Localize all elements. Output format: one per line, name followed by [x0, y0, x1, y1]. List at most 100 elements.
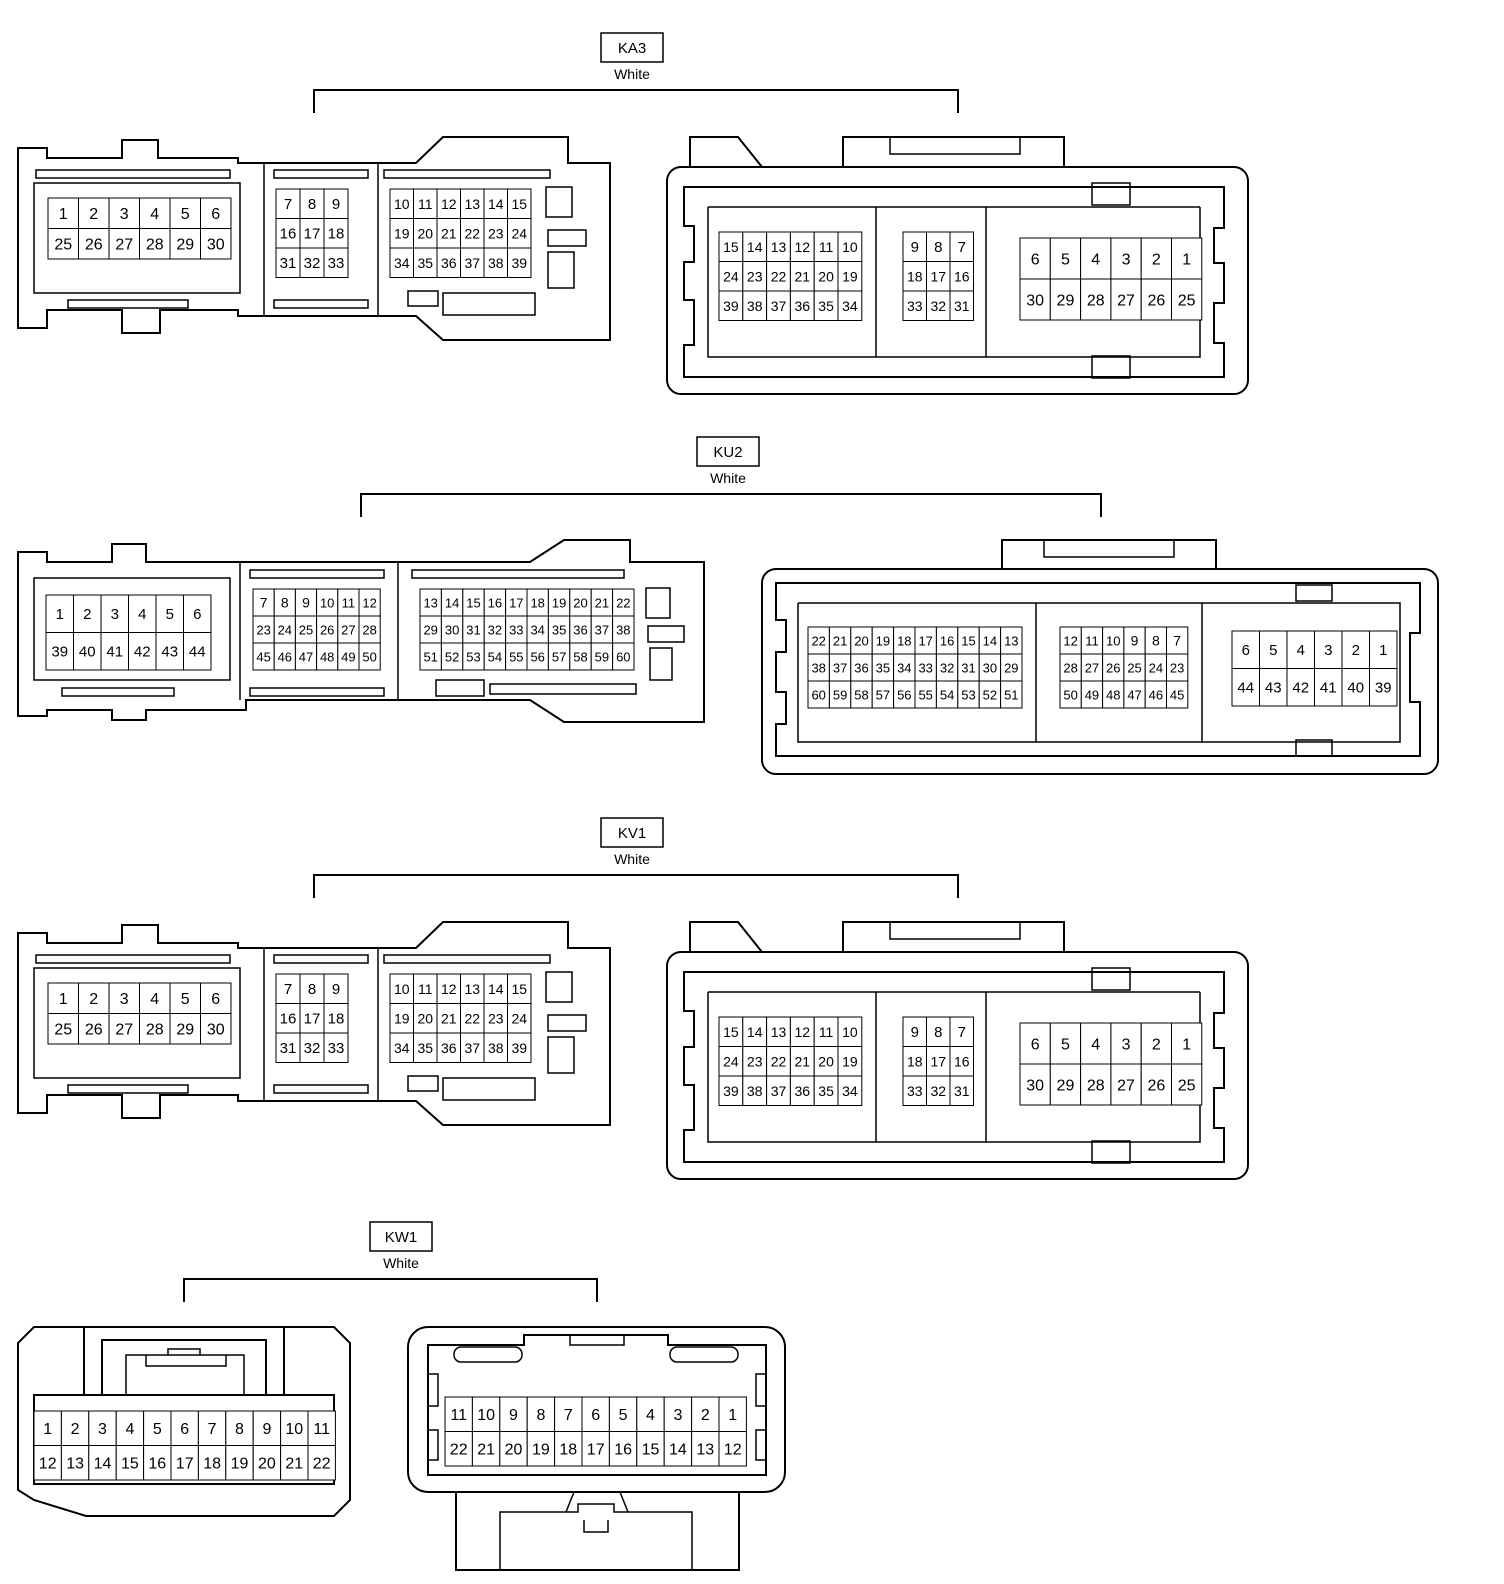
pin-number: 21: [795, 1054, 811, 1070]
key-slot: [427, 1373, 439, 1407]
pin-number: 14: [488, 981, 504, 997]
pin-cell: [200, 982, 232, 1014]
pin-number: 46: [1149, 688, 1163, 703]
pin-cell: [949, 290, 974, 321]
pin-number: 48: [320, 650, 334, 665]
pin-cell: [60, 1445, 90, 1481]
pin-cell: [1049, 1022, 1082, 1065]
pin-number: 8: [1152, 633, 1160, 649]
pin-number: 27: [115, 1022, 133, 1039]
pin-number: 35: [417, 1040, 433, 1056]
pin-number: 3: [120, 206, 129, 223]
pin-cell: [1286, 668, 1315, 707]
pin-number: 22: [464, 226, 480, 242]
pin-number: 24: [511, 226, 527, 242]
pin-number: 4: [125, 1421, 134, 1438]
key-slot: [547, 1036, 575, 1074]
pin-number: 3: [1122, 251, 1131, 268]
pin-number: 17: [930, 1054, 946, 1070]
pin-number: 16: [954, 269, 970, 285]
latch-slot: [407, 290, 439, 307]
pin-number: 51: [423, 650, 437, 665]
lock-tab: [1295, 739, 1333, 757]
pin-number: 16: [148, 1456, 166, 1473]
pin-number: 16: [280, 226, 297, 243]
housing-lower-tab: [455, 1492, 740, 1571]
pin-cell: [78, 1013, 110, 1045]
housing-top-lock: [1001, 539, 1217, 569]
pin-cell: [143, 1445, 172, 1481]
pin-number: 30: [1026, 292, 1044, 309]
pin-number: 13: [771, 239, 787, 255]
pin-number: 26: [85, 1022, 103, 1039]
pin-number: 15: [121, 1456, 139, 1473]
connector-id-box: [696, 436, 760, 467]
pin-number: 10: [842, 239, 858, 255]
pin-number: 10: [320, 596, 334, 611]
pin-number: 16: [280, 1011, 297, 1028]
pin-number: 4: [138, 606, 146, 623]
pin-number: 36: [441, 1040, 457, 1056]
pin-number: 58: [573, 650, 587, 665]
pin-number: 11: [450, 1407, 467, 1424]
pin-number: 30: [983, 661, 997, 676]
pin-number: 6: [1031, 1036, 1040, 1053]
pin-cell: [1080, 1063, 1112, 1106]
pin-number: 59: [833, 688, 847, 703]
pin-cell: [1140, 278, 1172, 321]
pin-number: 21: [441, 226, 457, 242]
latch-slot: [411, 569, 625, 579]
pin-cell: [1231, 668, 1260, 707]
pin-cell: [197, 1410, 227, 1446]
pin-number: 20: [505, 1442, 523, 1459]
pin-cell: [307, 1410, 336, 1446]
pin-number: 3: [1324, 642, 1332, 659]
lock-latch: [125, 1348, 245, 1395]
pin-number: 44: [1237, 680, 1254, 697]
pin-number: 53: [466, 650, 480, 665]
pin-number: 10: [394, 981, 410, 997]
pin-number: 26: [1106, 661, 1120, 676]
pin-cell: [691, 1431, 720, 1467]
pin-number: 13: [1004, 634, 1018, 649]
pin-number: 12: [795, 239, 811, 255]
guide-slot: [453, 1346, 523, 1363]
pin-number: 9: [911, 1024, 919, 1041]
housing-inner: [683, 971, 1225, 1163]
pin-cell: [128, 594, 157, 633]
pin-number: 22: [771, 1054, 787, 1070]
pin-number: 40: [1347, 680, 1364, 697]
pin-number: 11: [342, 596, 356, 611]
pin-number: 13: [464, 981, 480, 997]
pin-number: 2: [71, 1421, 80, 1438]
pin-number: 20: [573, 596, 587, 611]
pin-number: 11: [418, 196, 433, 212]
pin-number: 21: [595, 596, 609, 611]
connector-id-label: KV1: [618, 825, 646, 842]
pin-number: 16: [488, 596, 502, 611]
pin-number: 14: [445, 596, 459, 611]
connector-color-label: White: [614, 66, 650, 82]
lock-tab: [1091, 1140, 1131, 1164]
pin-number: 21: [285, 1456, 303, 1473]
pin-number: 55: [509, 650, 523, 665]
pin-number: 17: [930, 269, 946, 285]
pin-number: 28: [1063, 661, 1077, 676]
pin-number: 18: [328, 226, 345, 243]
pin-cell: [108, 1013, 140, 1045]
pin-cell: [169, 228, 201, 260]
pin-cell: [1000, 680, 1023, 709]
pin-number: 34: [842, 1083, 858, 1099]
pin-number: 36: [854, 661, 868, 676]
pin-cell: [169, 1013, 201, 1045]
pin-number: 6: [211, 206, 220, 223]
connector-color-label: White: [614, 851, 650, 867]
pin-number: 6: [211, 991, 220, 1008]
